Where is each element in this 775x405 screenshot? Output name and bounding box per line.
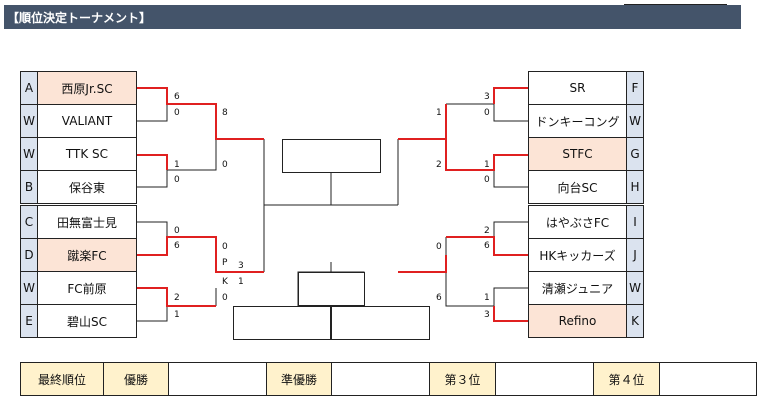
score-l1-6: 6 (174, 241, 180, 251)
right-r1-line-5 (493, 221, 528, 237)
fourth-place-label: 第４位 (593, 362, 660, 396)
score-l1-2: 0 (174, 108, 180, 118)
third-place-label: 第３位 (429, 362, 496, 396)
score-r2-3: 0 (436, 242, 442, 252)
second-place-label: 準優勝 (266, 362, 332, 396)
score-l1-1: 6 (174, 92, 180, 102)
left-team-8: 碧山SC (37, 304, 137, 338)
left-win-path-3 (137, 154, 168, 170)
score-l1-8: 1 (174, 310, 180, 320)
right-label-4: H (626, 170, 644, 204)
right-win-path-sf (398, 255, 447, 273)
pk-score-1: 1 (238, 277, 244, 287)
left-r1-line-5 (137, 221, 168, 237)
left-team-1: 西原Jr.SC (37, 71, 137, 105)
right-team-8: Refino (528, 304, 627, 338)
third-place-left-box (233, 306, 331, 340)
left-win-path-1 (137, 87, 264, 140)
left-team-3: TTK SC (37, 137, 137, 171)
first-place-label: 優勝 (103, 362, 169, 396)
score-r1-1: 3 (484, 92, 490, 102)
right-r2-line-d (445, 272, 494, 307)
left-win-path-7 (137, 287, 216, 307)
right-team-2: ドンキーコング (528, 104, 627, 138)
pk-score-3: 3 (238, 261, 244, 271)
score-l2-3: 0 (222, 242, 228, 252)
score-r2-2: 2 (436, 160, 442, 170)
final-winner-box (282, 139, 381, 173)
score-r2-1: 1 (436, 108, 442, 118)
top-cell (624, 0, 727, 5)
right-r1-line-2 (493, 104, 528, 122)
third-place-value (495, 362, 594, 396)
left-team-6: 蹴楽FC (37, 238, 137, 272)
score-l1-7: 2 (174, 293, 180, 303)
right-team-3: STFC (528, 137, 627, 171)
score-r2-4: 6 (436, 293, 442, 303)
section-title: 【順位決定トーナメント】 (7, 11, 152, 25)
score-l2-4: 0 (222, 293, 228, 303)
pk-letter-p: P (222, 258, 228, 268)
score-r1-4: 0 (484, 175, 490, 185)
left-team-5: 田無富士見 (37, 205, 137, 239)
left-win-path-6 (137, 236, 264, 273)
top-strip (0, 0, 775, 4)
third-place-box (298, 272, 365, 306)
first-place-value (168, 362, 267, 396)
score-r1-5: 2 (484, 226, 490, 236)
right-label-8: K (626, 304, 644, 338)
score-r1-7: 1 (484, 293, 490, 303)
left-team-7: FC前原 (37, 271, 137, 305)
section-header: 【順位決定トーナメント】 (4, 5, 741, 29)
score-l2-2: 0 (222, 160, 228, 170)
left-r2-line-b (167, 139, 217, 171)
left-r1-line-4 (137, 170, 168, 188)
fourth-place-value (659, 362, 757, 396)
score-l1-5: 0 (174, 226, 180, 236)
left-team-4: 保谷東 (37, 170, 137, 204)
right-win-path-8 (493, 306, 528, 322)
score-r1-2: 0 (484, 108, 490, 118)
score-r1-6: 6 (484, 241, 490, 251)
pk-letter-k: K (222, 277, 228, 287)
right-win-path-3 (398, 104, 528, 171)
right-win-path-6 (446, 236, 528, 256)
left-team-2: VALIANT (37, 104, 137, 138)
score-r1-3: 1 (484, 160, 490, 170)
right-win-path-1 (493, 87, 528, 104)
right-r1-line-4 (493, 170, 528, 188)
score-l2-1: 8 (222, 108, 228, 118)
final-ranking-label: 最終順位 (20, 362, 104, 396)
right-team-6: HKキッカーズ (528, 238, 627, 272)
left-r1-line-2 (137, 104, 168, 122)
right-label-1: F (626, 71, 644, 105)
left-r1-line-8 (137, 306, 168, 322)
score-l1-3: 1 (174, 160, 180, 170)
score-l1-4: 0 (174, 175, 180, 185)
right-team-4: 向台SC (528, 170, 627, 204)
right-team-5: はやぶさFC (528, 205, 627, 239)
score-r1-8: 3 (484, 310, 490, 320)
third-place-right-box (331, 306, 430, 340)
second-place-value (331, 362, 430, 396)
right-r1-line-7 (493, 287, 528, 306)
